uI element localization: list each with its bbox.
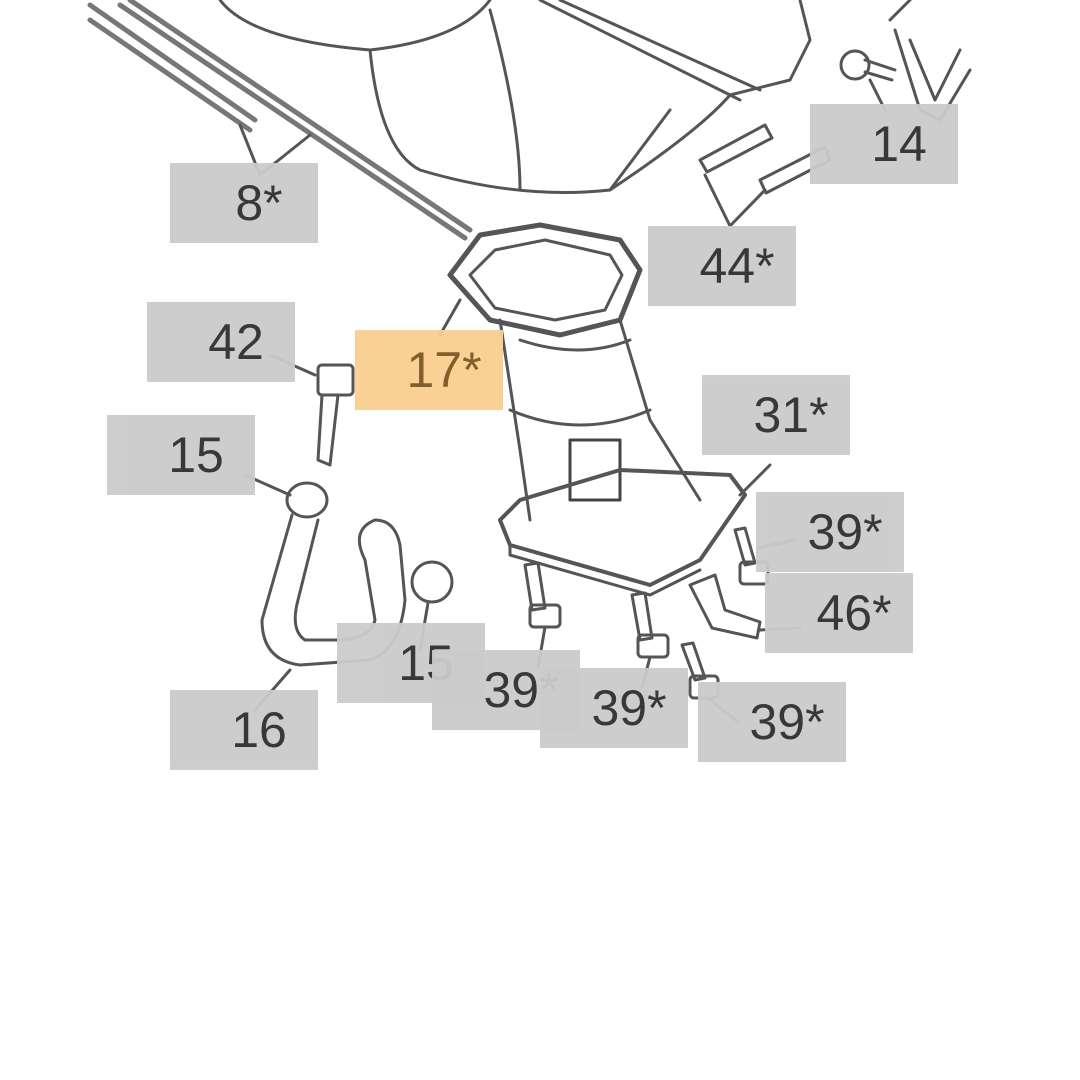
callout-text: 42 [208,314,264,370]
callout-17-highlighted[interactable]: 17* [355,330,503,410]
callout-39[interactable]: 39* [540,668,688,748]
callout-text: 39* [807,504,883,560]
callout-39[interactable]: 39* [756,492,904,572]
callout-39[interactable]: 39* [698,682,846,762]
callout-text: 15 [168,427,224,483]
callout-text: 31* [753,387,829,443]
callout-16[interactable]: 16 [170,690,318,770]
bracket-14 [839,0,972,122]
fuel-tank [218,0,812,194]
leader-31 [738,463,772,497]
callout-text: 8* [235,175,283,231]
fuel-pump-module-17 [438,222,747,597]
callout-text: 39* [591,680,667,736]
callout-8[interactable]: 8* [170,163,318,243]
callout-31[interactable]: 31* [702,375,850,455]
callout-15[interactable]: 15 [107,415,255,495]
callout-text: 39* [749,694,825,750]
callout-text: 46* [816,585,892,641]
strap-8 [87,0,473,241]
callout-text: 17* [406,342,482,398]
callout-text: 16 [231,702,287,758]
callout-44[interactable]: 44* [648,226,796,306]
callout-text: 14 [871,116,927,172]
callout-46[interactable]: 46* [765,573,913,653]
callout-text: 44* [699,238,775,294]
callout-14[interactable]: 14 [810,104,958,184]
callout-42[interactable]: 42 [147,302,295,382]
